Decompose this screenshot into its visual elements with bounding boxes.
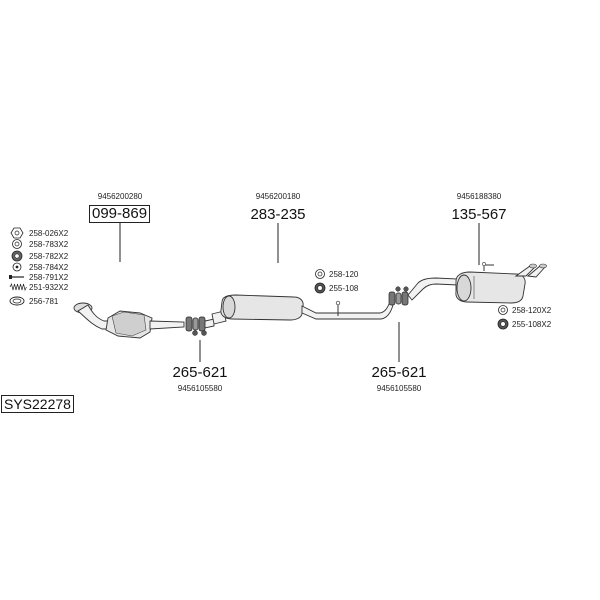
hardware-label: 258-120 [329, 270, 359, 279]
part-oem-number: 9456105580 [377, 384, 422, 393]
part-oem-number: 9456188380 [457, 192, 502, 201]
legend-label: 256-781 [29, 297, 59, 306]
hardware-label: 258-120X2 [512, 306, 552, 315]
center-silencer [211, 294, 395, 325]
gasket-icon [9, 296, 25, 306]
ring-nut-icon [315, 269, 325, 279]
spring-icon [9, 282, 27, 292]
bolt-icon [9, 275, 24, 279]
flanged-nut-icon [11, 250, 23, 262]
clamp-left [185, 316, 215, 336]
part-number: 135-567 [451, 206, 506, 223]
system-code: SYS22278 [1, 395, 74, 413]
part-number: 265-621 [172, 364, 227, 381]
hardware-label: 255-108X2 [512, 320, 552, 329]
part-number: 283-235 [250, 206, 305, 223]
clamp-icon [497, 318, 509, 330]
legend-label: 258-784X2 [29, 263, 69, 272]
legend-label: 258-791X2 [29, 273, 69, 282]
legend-label: 258-026X2 [29, 229, 69, 238]
clamp-right [388, 286, 409, 306]
hex-nut-icon [10, 227, 24, 239]
part-oem-number: 9456200180 [256, 192, 301, 201]
part-number: 265-621 [371, 364, 426, 381]
part-oem-number: 9456105580 [178, 384, 223, 393]
hardware-label: 255-108 [329, 284, 359, 293]
part-oem-number: 9456200280 [98, 192, 143, 201]
clamp-icon [314, 282, 326, 294]
rear-silencer [407, 262, 548, 304]
legend: 258-026X2 258-783X2 258-782X2 258-784X2 … [9, 227, 69, 306]
catalytic-converter-pipe [73, 302, 185, 339]
part-number-boxed: 099-869 [89, 205, 151, 223]
legend-label: 258-783X2 [29, 240, 69, 249]
ring-nut-icon [12, 239, 22, 249]
legend-label: 258-782X2 [29, 252, 69, 261]
washer-icon [12, 262, 22, 272]
legend-label: 251-932X2 [29, 283, 69, 292]
ring-nut-icon [498, 305, 508, 315]
